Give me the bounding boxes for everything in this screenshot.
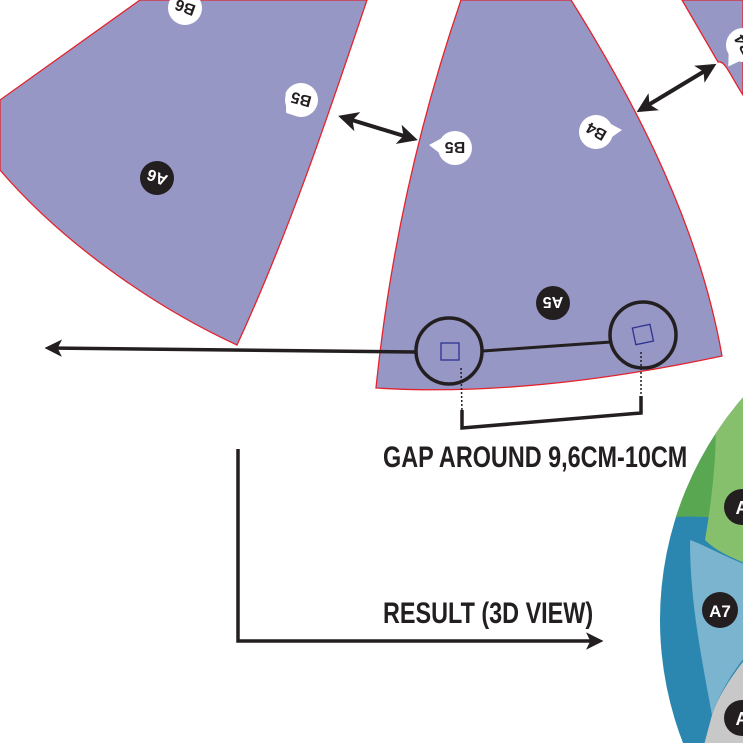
result-arrow xyxy=(236,449,604,650)
result-caption: RESULT (3D VIEW) xyxy=(383,597,594,630)
left-arrow xyxy=(44,339,417,357)
snap-circle-right xyxy=(608,300,678,370)
edge-label-b4-right-text: B4 xyxy=(732,31,743,57)
connector-line xyxy=(482,340,612,353)
piece-label-a6-text: A6 xyxy=(145,165,170,188)
piece-label-a6: A6 xyxy=(140,161,174,195)
piece-label-a5: A5 xyxy=(536,286,570,320)
gap-arrow-a5-a4 xyxy=(636,63,717,113)
sphere-label-top: A xyxy=(724,489,743,525)
gap-caption: GAP AROUND 9,6CM-10CM xyxy=(383,441,688,474)
piece-a6: B6 B5 A6 xyxy=(0,0,368,346)
bracket-dotted-left xyxy=(460,367,463,413)
sphere-label-a7-text: A7 xyxy=(709,602,731,621)
edge-label-b5-left: B5 xyxy=(285,83,318,117)
piece-a6-shape xyxy=(0,0,368,346)
edge-label-b4: B4 xyxy=(579,115,622,149)
edge-label-b5-right: B5 xyxy=(429,131,472,165)
sphere-label-bottom: A xyxy=(724,700,743,736)
sphere-label-bottom-text: A xyxy=(736,709,743,729)
snap-square-right xyxy=(631,323,655,346)
edge-label-b6: B6 xyxy=(168,0,202,25)
sphere-gray-panel xyxy=(700,640,743,743)
edge-label-b5-left-text: B5 xyxy=(289,88,313,110)
piece-a5-shape xyxy=(375,0,723,391)
gap-bracket xyxy=(460,396,643,430)
snap-square-left xyxy=(440,342,460,361)
gap-arrow-a6-a5 xyxy=(338,112,418,144)
piece-a4-shape xyxy=(681,0,743,97)
edge-label-b5-right-text: B5 xyxy=(445,138,466,155)
edge-label-b6-text: B6 xyxy=(173,0,198,18)
sphere-label-a7: A7 xyxy=(702,592,738,628)
sphere-label-top-text: A xyxy=(736,498,743,518)
piece-a5: B5 B4 A5 xyxy=(375,0,723,391)
piece-label-a5-text: A5 xyxy=(543,293,564,310)
